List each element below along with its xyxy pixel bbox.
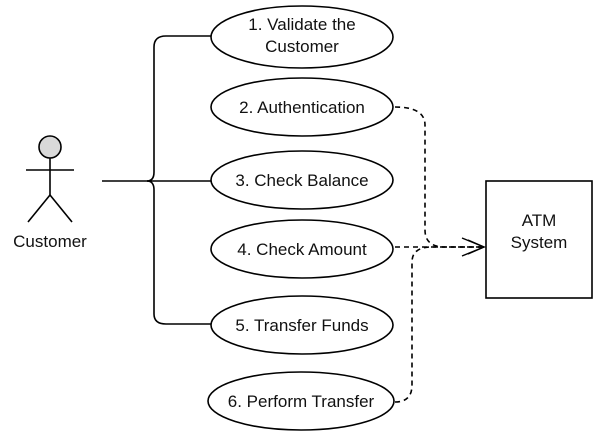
use-case-label: 5. Transfer Funds [235, 316, 368, 335]
use-case-label: Customer [265, 37, 339, 56]
use-case-ellipse [210, 295, 394, 355]
actor-head [38, 135, 62, 159]
link-authentication-atm [394, 106, 484, 248]
use-case-1: 1. Validate the Customer [210, 5, 394, 69]
use-case-ellipse [210, 5, 394, 69]
use-case-ellipse [207, 371, 395, 431]
use-case-4: 4. Check Amount [210, 219, 394, 279]
link-transfer-funds [146, 180, 212, 325]
use-case-label: 3. Check Balance [235, 171, 368, 190]
link-validate-customer [146, 35, 212, 182]
use-case-5: 5. Transfer Funds [210, 295, 394, 355]
atm-system-box: ATM System [485, 180, 593, 299]
atm-system-rect [485, 180, 593, 299]
link-perform-transfer-atm [394, 246, 484, 403]
include-links [394, 106, 486, 403]
customer-actor: Customer [13, 135, 87, 251]
use-case-label: 4. Check Amount [237, 240, 367, 259]
use-case-2: 2. Authentication [210, 77, 394, 137]
association-links [102, 35, 212, 325]
atm-system-label: System [511, 233, 568, 252]
use-case-label: 1. Validate the [248, 15, 355, 34]
atm-system-label: ATM [522, 211, 557, 230]
use-case-label: 6. Perform Transfer [228, 392, 375, 411]
use-case-label: 2. Authentication [239, 98, 365, 117]
actor-label: Customer [13, 232, 87, 251]
arrowhead-b [467, 239, 486, 255]
actor-right-leg [49, 194, 73, 223]
use-case-6: 6. Perform Transfer [207, 371, 395, 431]
actor-left-leg [27, 194, 51, 223]
use-case-ellipse [210, 150, 394, 210]
use-case-ellipse [210, 219, 394, 279]
use-case-ellipse [210, 77, 394, 137]
use-case-3: 3. Check Balance [210, 150, 394, 210]
